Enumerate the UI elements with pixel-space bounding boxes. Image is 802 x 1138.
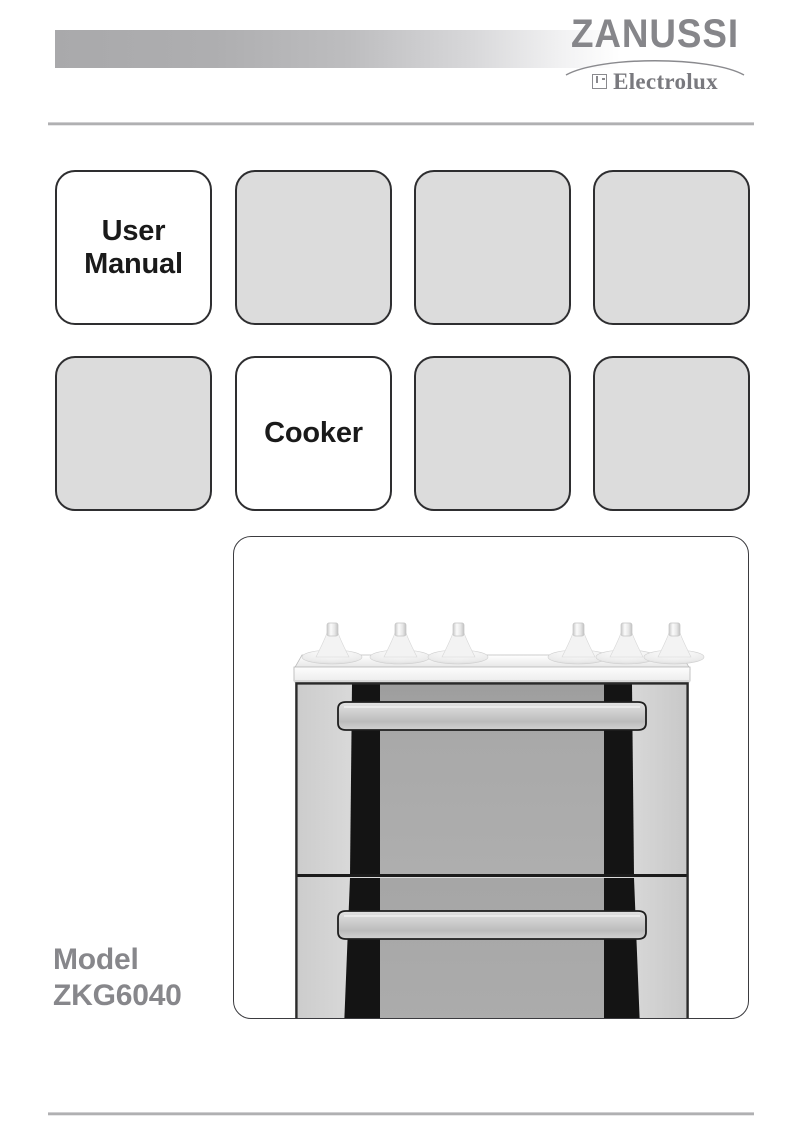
brand-electrolux-row: Electrolux [560,70,750,93]
tile-empty-6[interactable] [593,356,750,511]
brand-arc-icon [560,54,750,76]
tile-user-manual-line2: Manual [84,247,183,280]
tile-user-manual[interactable]: User Manual [55,170,212,325]
tile-user-manual-line1: User [101,214,166,247]
tile-empty-1[interactable] [235,170,392,325]
brand-logo: ZANUSSI Electrolux [560,14,750,100]
tile-user-manual-label: User Manual [84,215,183,281]
brand-name-zanussi: ZANUSSI [571,12,739,56]
header-divider [48,122,754,126]
tile-grid: User Manual Cooker [55,170,750,511]
tile-cooker[interactable]: Cooker [235,356,392,511]
footer-divider [48,1112,754,1116]
model-block: Model ZKG6040 [53,942,243,1014]
cooker-illustration [234,537,748,1018]
tile-empty-4[interactable] [55,356,212,511]
brand-name-electrolux: Electrolux [613,69,718,94]
model-label: Model [53,943,139,976]
header-gradient-bar [55,30,620,68]
tile-empty-2[interactable] [414,170,571,325]
model-number: ZKG6040 [53,979,182,1012]
electrolux-mark-icon [592,74,608,89]
tile-empty-5[interactable] [414,356,571,511]
cooker-image-panel [233,536,749,1019]
tile-empty-3[interactable] [593,170,750,325]
tile-cooker-label: Cooker [264,417,363,449]
